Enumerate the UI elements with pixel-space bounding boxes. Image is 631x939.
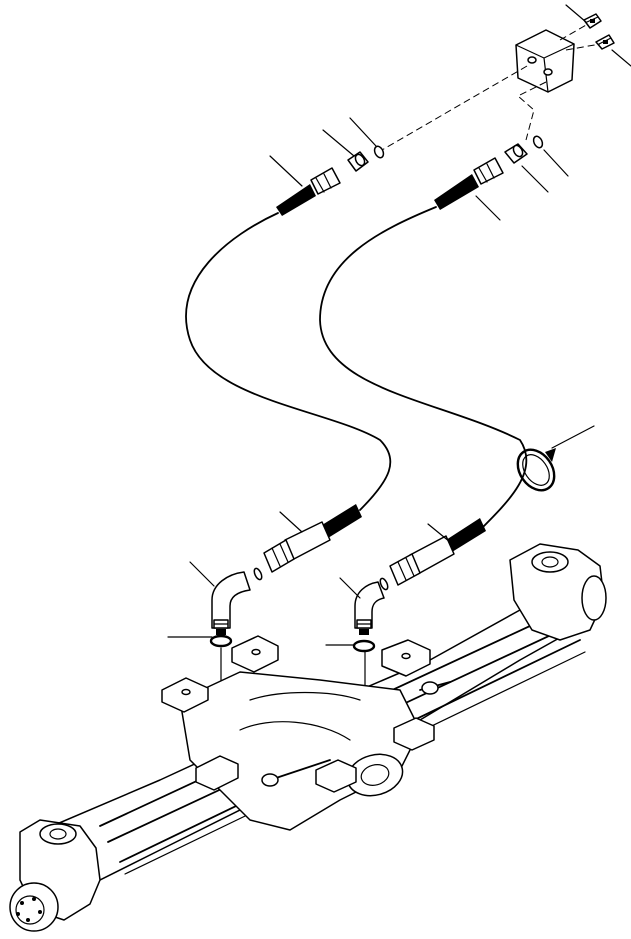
leader-hose-left-upper — [269, 155, 303, 187]
adapter-upper-left — [347, 151, 369, 172]
leader-elbow-right — [339, 577, 361, 599]
manifold-block — [515, 29, 575, 93]
leader-fitting-upper-left — [565, 4, 587, 23]
callout-leaders — [167, 4, 631, 646]
adapter-upper-right — [504, 143, 528, 164]
o-ring-upper-right — [532, 135, 544, 149]
washer-right — [352, 639, 376, 653]
leader-elbow-left — [189, 561, 215, 587]
fitting-upper-right — [595, 34, 615, 50]
leader-o-ring-upper-right — [543, 149, 569, 177]
leader-hose-clamp — [551, 425, 595, 449]
leader-hose-left-lower — [279, 511, 303, 533]
elbow-right — [354, 577, 389, 635]
leader-fitting-upper-right — [611, 49, 631, 67]
hose-clamp — [516, 448, 556, 492]
leader-hose-right-lower — [427, 523, 451, 543]
fitting-upper-left — [583, 13, 602, 29]
hose-right — [319, 157, 528, 586]
leader-o-ring-upper-left — [349, 117, 377, 147]
hose-left — [185, 167, 392, 573]
leader-adapter-upper-right — [521, 165, 549, 193]
o-ring-upper-left — [373, 145, 385, 159]
leader-adapter-upper-left — [322, 129, 355, 157]
front-axle-assembly — [9, 543, 607, 932]
elbow-left — [211, 567, 263, 635]
washer-left — [209, 634, 233, 648]
leader-hose-right-upper — [475, 195, 501, 221]
